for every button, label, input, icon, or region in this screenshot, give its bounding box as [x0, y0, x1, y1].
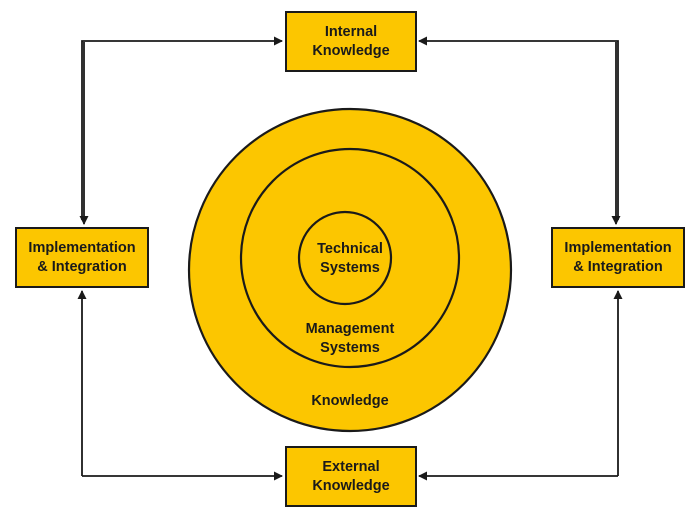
- left-implementation-integration-label: Implementation & Integration: [28, 239, 136, 275]
- technical-systems-label: Technical Systems: [317, 241, 383, 276]
- right-implementation-integration-label: Implementation & Integration: [564, 239, 672, 275]
- left-implementation-integration-box: Implementation & Integration: [15, 227, 149, 288]
- external-knowledge-box: External Knowledge: [285, 446, 417, 507]
- arrow-top-left-to-internal-knowledge: [81, 36, 283, 220]
- internal-knowledge-label: Internal Knowledge: [312, 23, 390, 59]
- external-knowledge-label: External Knowledge: [312, 458, 390, 494]
- inner-circle-technical-systems: [297, 210, 393, 306]
- internal-knowledge-box: Internal Knowledge: [285, 11, 417, 72]
- right-implementation-integration-box: Implementation & Integration: [551, 227, 685, 288]
- management-systems-label: Management Systems: [305, 321, 395, 356]
- knowledge-label: Knowledge: [311, 393, 389, 409]
- arrow-top-right-to-internal-knowledge: [418, 36, 619, 220]
